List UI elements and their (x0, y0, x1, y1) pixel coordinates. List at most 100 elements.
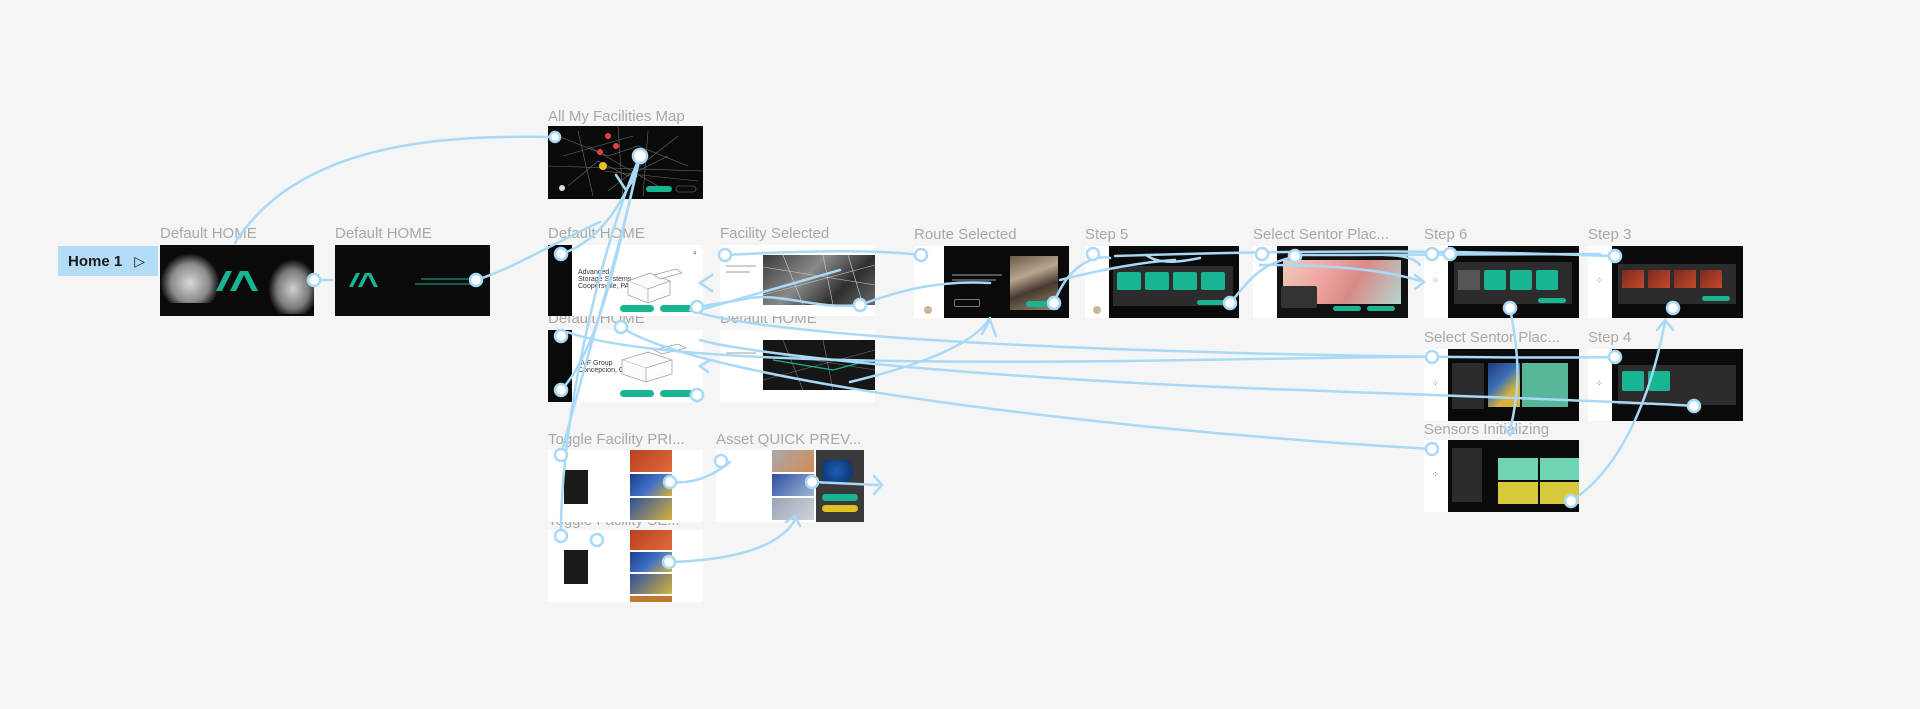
status-cell (1498, 458, 1538, 480)
asset-thumb[interactable] (1648, 270, 1670, 288)
frame-label-facility-selected: Facility Selected (720, 225, 830, 242)
info-line (952, 279, 996, 281)
sensor-tile[interactable] (1622, 371, 1644, 391)
asset-image (630, 498, 672, 520)
route-map-image (762, 254, 875, 306)
frame-asset-quick-preview[interactable] (716, 450, 864, 522)
asset-thumb[interactable] (1674, 270, 1696, 288)
asset-image (772, 498, 814, 520)
building-illustration (620, 344, 688, 383)
facility-card[interactable] (564, 550, 588, 584)
grid-icon[interactable]: ⁘ (1432, 470, 1439, 479)
info-line (726, 352, 756, 354)
status-cell (1540, 458, 1579, 480)
sensor-overlay[interactable] (1522, 363, 1568, 407)
frame-label-route-selected: Route Selected (914, 226, 1017, 243)
tagline-line (421, 278, 471, 280)
action-button[interactable] (620, 390, 654, 397)
sensor-tile[interactable] (1484, 270, 1506, 290)
sensor-tile[interactable] (1536, 270, 1558, 290)
building-illustration (627, 268, 683, 303)
grid-icon[interactable]: ⁘ (1596, 379, 1603, 388)
frame-label-facilities-map: All My Facilities Map (548, 108, 685, 125)
secondary-button[interactable] (954, 299, 980, 307)
action-button[interactable] (660, 390, 694, 397)
asset-thumb[interactable] (1700, 270, 1722, 288)
frame-facilities-map[interactable] (548, 126, 703, 199)
frame-label-step-3: Step 3 (1588, 226, 1632, 243)
frame-step-5[interactable] (1085, 246, 1239, 318)
frame-label-step-5: Step 5 (1085, 226, 1129, 243)
frame-default-home-clouds[interactable] (160, 245, 314, 316)
asset-image (630, 574, 672, 594)
info-line (726, 265, 756, 267)
frame-toggle-facility-secondary[interactable] (548, 530, 703, 602)
asset-image (772, 474, 814, 496)
grid-icon[interactable]: ⁘ (1432, 276, 1439, 285)
frame-step-6[interactable]: ⁘ (1424, 246, 1579, 318)
frame-default-home-logo[interactable] (335, 245, 490, 316)
primary-button[interactable] (1026, 301, 1054, 307)
asset-image (630, 552, 672, 572)
info-line (952, 274, 1002, 276)
asset-3d-model (822, 460, 858, 482)
sensor-tile[interactable] (1117, 272, 1141, 290)
frame-label-step-4: Step 4 (1588, 329, 1632, 346)
arrow-head (1655, 317, 1675, 332)
arrow-head (980, 317, 998, 338)
sensor-tile[interactable] (1145, 272, 1169, 290)
next-button[interactable] (1197, 300, 1225, 305)
sensor-tile-disabled[interactable] (1458, 270, 1480, 290)
status-cell (1540, 482, 1579, 504)
avatar[interactable] (1093, 306, 1101, 314)
frame-label-step-6: Step 6 (1424, 226, 1468, 243)
next-button[interactable] (1538, 298, 1566, 303)
sensor-tile[interactable] (1201, 272, 1225, 290)
frame-route-selected[interactable] (914, 246, 1069, 318)
left-map-panel (548, 245, 572, 316)
frame-sensors-initializing[interactable]: ⁘ (1424, 440, 1579, 512)
facility-name: AVF Group (578, 360, 613, 367)
cancel-button[interactable] (1333, 306, 1361, 311)
sensor-dropdown[interactable] (1281, 286, 1317, 308)
arrow-head (1413, 273, 1427, 291)
preview-button[interactable] (822, 505, 858, 512)
frame-default-home-route-map[interactable] (720, 330, 875, 402)
frame-label-select-sensor: Select Sentor Plac... (1253, 226, 1389, 243)
search-icon[interactable]: ⌕ (693, 250, 697, 257)
facility-name: Advanced (578, 269, 610, 276)
frame-step-4[interactable]: ⁘ (1588, 349, 1743, 421)
grid-icon[interactable]: ⁘ (1432, 379, 1439, 388)
frame-toggle-facility-primary[interactable] (548, 450, 703, 522)
asset-thumb[interactable] (1622, 270, 1644, 288)
frame-facility-selected[interactable] (720, 245, 875, 316)
frame-label-default-home: Default HOME (335, 225, 432, 242)
sensor-tile[interactable] (1510, 270, 1532, 290)
frame-label-asset-quick-preview: Asset QUICK PREV... (716, 431, 862, 448)
brand-logo-icon (216, 271, 258, 291)
frame-default-home-facility-a[interactable]: Advanced Storage Systems Coopersville, P… (548, 245, 703, 316)
facility-card[interactable] (564, 470, 588, 504)
sensor-tile[interactable] (1648, 371, 1670, 391)
asset-image (630, 450, 672, 472)
next-button[interactable] (1702, 296, 1730, 301)
frame-default-home-facility-b[interactable]: AVF Group Concepcion, CA (548, 330, 703, 402)
frame-step-3[interactable]: ⁘ (1588, 246, 1743, 318)
confirm-button[interactable] (1367, 306, 1395, 311)
action-button[interactable] (660, 305, 694, 312)
facility-city: Coopersville, PA (578, 283, 630, 290)
grid-icon[interactable]: ⁘ (1596, 276, 1603, 285)
play-icon[interactable]: ▷ (134, 252, 145, 269)
avatar[interactable] (924, 306, 932, 314)
sensor-list (1452, 363, 1484, 409)
action-button[interactable] (620, 305, 654, 312)
frame-select-sensor-placement[interactable]: ⁘ (1424, 349, 1579, 421)
flow-start-home-1[interactable]: Home 1 ▷ (58, 246, 158, 276)
sensor-list (1452, 448, 1482, 502)
sensor-tile[interactable] (1173, 272, 1197, 290)
asset-image (772, 450, 814, 472)
arrow-head (872, 474, 884, 496)
frame-select-sensor-placement[interactable] (1253, 246, 1408, 318)
preview-button[interactable] (822, 494, 858, 501)
